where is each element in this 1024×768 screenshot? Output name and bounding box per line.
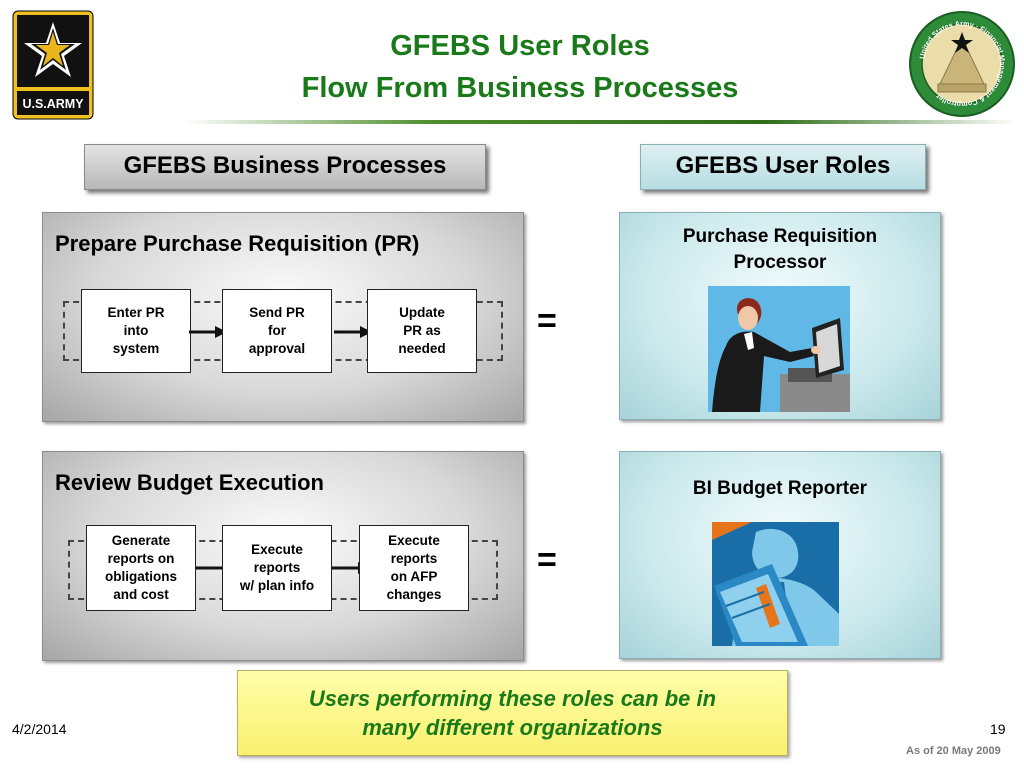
note-text: Users performing these roles can be in m…	[308, 686, 717, 740]
process-title: Review Budget Execution	[55, 470, 324, 495]
report-reader-icon	[712, 522, 839, 646]
process-panel-purchase-requisition: Prepare Purchase Requisition (PR) Enter …	[42, 212, 524, 422]
process-panel-review-budget-execution: Review Budget Execution Generate reports…	[42, 451, 524, 661]
role-title: BI Budget Reporter	[692, 478, 868, 499]
role-panel-purchase-requisition-processor: Purchase Requisition Processor	[619, 212, 941, 420]
user-roles-header: GFEBS User Roles	[640, 144, 926, 190]
page-title-line-1: GFEBS User Roles	[390, 30, 650, 62]
footer-date: 4/2/2014	[12, 721, 67, 737]
us-army-logo: U.S.ARMY	[12, 10, 94, 120]
page-number: 19	[990, 721, 1006, 737]
equals-sign: =	[537, 302, 557, 340]
financial-management-seal: United States Army · Financial Managemen…	[909, 11, 1015, 117]
process-step-box: Execute reports w/ plan info	[222, 525, 332, 611]
note-callout: Users performing these roles can be in m…	[237, 670, 788, 756]
page-title-line-2: Flow From Business Processes	[301, 72, 739, 104]
as-of-date: As of 20 May 2009	[906, 745, 1001, 757]
army-logo-text: U.S.ARMY	[22, 97, 84, 111]
process-title: Prepare Purchase Requisition (PR)	[55, 231, 420, 256]
process-step-box: Generate reports on obligations and cost	[86, 525, 196, 611]
process-step-box: Enter PR into system	[81, 289, 191, 373]
computer-user-icon	[708, 286, 850, 412]
flow-arrow-icon	[334, 326, 372, 338]
header-divider	[185, 120, 1017, 124]
role-title: Purchase Requisition Processor	[682, 226, 878, 273]
process-step-box: Send PR for approval	[222, 289, 332, 373]
equals-sign: =	[537, 541, 557, 579]
flow-arrow-icon	[189, 326, 227, 338]
business-processes-header: GFEBS Business Processes	[84, 144, 486, 190]
process-step-box: Execute reports on AFP changes	[359, 525, 469, 611]
process-step-box: Update PR as needed	[367, 289, 477, 373]
role-panel-bi-budget-reporter: BI Budget Reporter	[619, 451, 941, 659]
